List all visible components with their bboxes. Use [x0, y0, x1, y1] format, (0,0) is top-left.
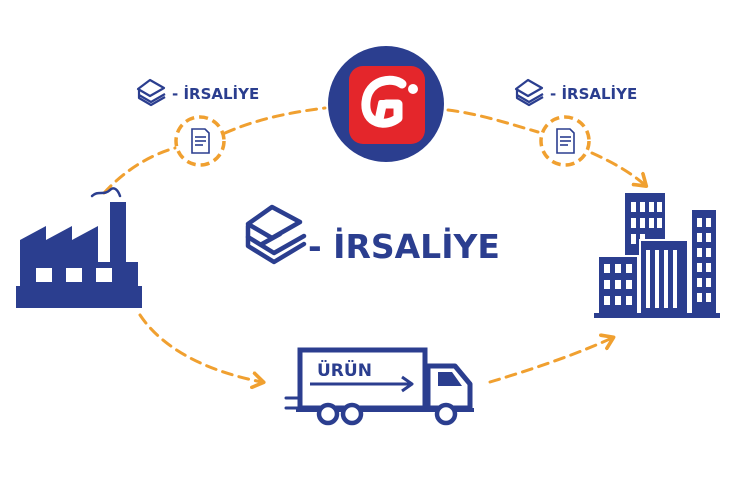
small-brand-right-label: - İRSALİYE [550, 84, 637, 103]
flow-logo-to-doc-right [446, 108, 540, 134]
truck-cargo-label: ÜRÜN [317, 359, 372, 381]
layers-icon [245, 204, 307, 265]
layers-icon [136, 78, 166, 107]
main-brand: - İRSALİYE [245, 204, 500, 266]
delivery-truck-icon: ÜRÜN [284, 347, 474, 426]
small-brand-left: - İRSALİYE [136, 78, 259, 107]
small-brand-left-label: - İRSALİYE [172, 84, 259, 103]
city-buildings-icon [594, 193, 720, 318]
flow-factory-to-truck [138, 313, 266, 390]
main-brand-label: - İRSALİYE [308, 226, 500, 266]
document-node-left [174, 115, 226, 167]
flow-doc-right-to-city [590, 151, 649, 188]
layers-icon [514, 78, 544, 107]
small-brand-right: - İRSALİYE [514, 78, 637, 107]
document-icon [191, 128, 210, 154]
flow-lines [102, 106, 649, 390]
factory-icon [16, 187, 142, 308]
document-icon [556, 128, 575, 154]
flow-factory-to-doc-left [102, 146, 177, 195]
flow-doc-left-to-logo [223, 106, 327, 135]
document-node-right [539, 115, 591, 167]
flow-truck-to-city [488, 333, 616, 384]
company-logo-badge [328, 46, 444, 162]
